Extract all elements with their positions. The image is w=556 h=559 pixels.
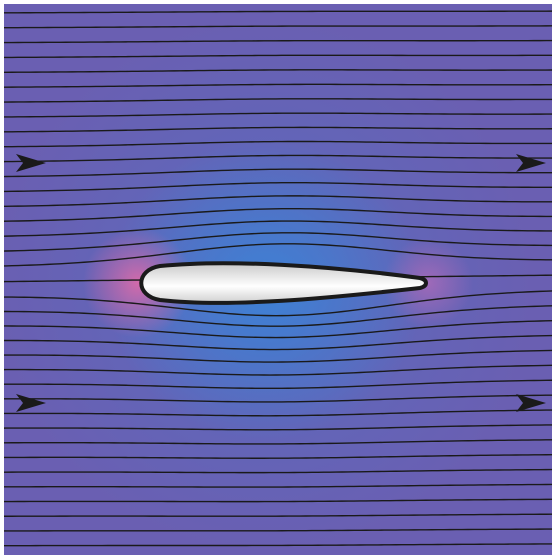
airfoil-shape bbox=[139, 261, 428, 305]
streamline bbox=[4, 168, 552, 178]
streamline bbox=[4, 181, 552, 193]
streamline bbox=[4, 54, 552, 59]
streamline bbox=[4, 10, 552, 14]
flow-direction-arrow-icon bbox=[16, 394, 46, 412]
streamline bbox=[4, 409, 552, 417]
streamline bbox=[4, 232, 552, 252]
streamline bbox=[4, 543, 552, 547]
streamline bbox=[4, 468, 552, 474]
streamline bbox=[4, 319, 552, 339]
streamline bbox=[4, 39, 552, 44]
streamline bbox=[4, 207, 552, 222]
streamline bbox=[4, 483, 552, 488]
streamline bbox=[4, 334, 552, 351]
flow-direction-arrow-icon bbox=[16, 154, 46, 172]
streamline bbox=[4, 364, 552, 376]
streamline bbox=[4, 439, 552, 445]
streamline bbox=[4, 220, 552, 237]
streamline bbox=[4, 98, 552, 103]
flow-direction-arrow-icon bbox=[516, 154, 546, 172]
streamline bbox=[4, 243, 552, 267]
streamline bbox=[4, 69, 552, 74]
streamline bbox=[4, 140, 552, 148]
streamline bbox=[4, 195, 552, 208]
streamline bbox=[4, 424, 552, 431]
flow-arrows bbox=[16, 154, 546, 412]
streamline bbox=[4, 305, 552, 327]
streamline bbox=[4, 528, 552, 532]
streamline bbox=[4, 394, 552, 403]
streamline bbox=[4, 454, 552, 459]
streamline bbox=[4, 112, 552, 118]
streamline bbox=[4, 154, 552, 163]
streamline bbox=[4, 349, 552, 363]
streamline bbox=[4, 379, 552, 390]
streamline bbox=[4, 126, 552, 133]
streamline bbox=[4, 513, 552, 517]
streamline bbox=[4, 498, 552, 503]
streamlines bbox=[4, 10, 552, 547]
streamline bbox=[4, 290, 552, 317]
streamline bbox=[4, 25, 552, 29]
flow-direction-arrow-icon bbox=[516, 394, 546, 412]
streamline bbox=[4, 83, 552, 88]
